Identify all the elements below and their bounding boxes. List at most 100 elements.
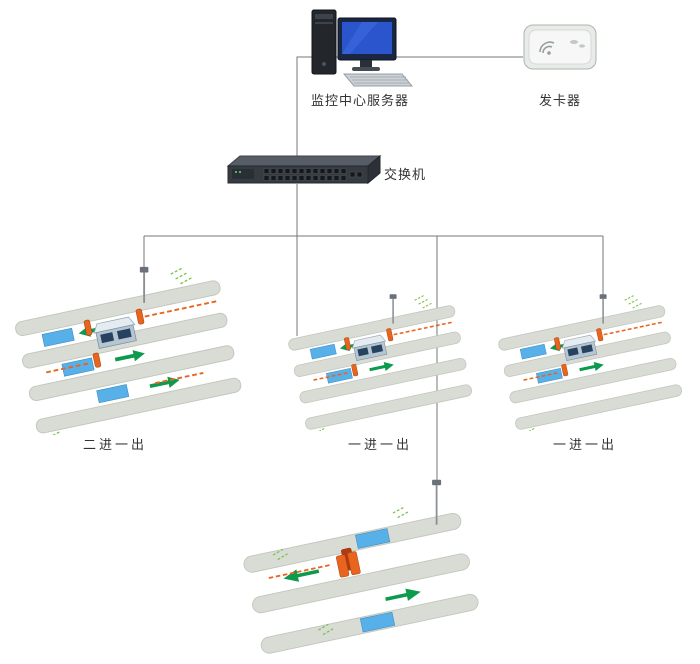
loop-detector-pad bbox=[519, 343, 547, 360]
camera-pole-icon bbox=[432, 479, 442, 525]
road-strip bbox=[243, 512, 462, 573]
loop-detector-pad bbox=[96, 384, 130, 404]
green-fence-marks bbox=[315, 294, 433, 431]
rfid-wave-icon bbox=[542, 45, 553, 54]
toll-booth-window bbox=[100, 332, 115, 344]
tower-drive-bay bbox=[315, 14, 333, 19]
ticket-machine bbox=[561, 364, 569, 377]
direction-arrow-right bbox=[369, 361, 394, 372]
lane-illustration bbox=[498, 294, 683, 431]
switch-node bbox=[220, 154, 384, 190]
ticket-machine bbox=[336, 554, 350, 578]
ticket-machine bbox=[351, 364, 359, 377]
loop-detector-pad bbox=[41, 327, 75, 347]
ticket-machine bbox=[92, 352, 102, 368]
direction-arrow-right bbox=[579, 361, 604, 372]
loop-detector-pads bbox=[41, 327, 130, 404]
ticket-machine bbox=[596, 328, 604, 342]
ticket-machine bbox=[554, 337, 562, 351]
road-strip bbox=[305, 384, 473, 430]
switch-led-panel bbox=[232, 169, 254, 179]
road-strip bbox=[252, 553, 470, 614]
barrier-arm-line bbox=[268, 563, 333, 579]
road-strips bbox=[243, 512, 479, 654]
toll-booth bbox=[351, 334, 388, 362]
lane-illustration bbox=[288, 294, 473, 431]
road-strip bbox=[299, 358, 467, 404]
loop-detector-pad bbox=[61, 357, 95, 377]
screen-glare bbox=[342, 22, 378, 54]
lane-group-2-label: 一进一出 bbox=[347, 437, 412, 452]
card-issuer-top bbox=[528, 29, 592, 65]
loop-detector-pad bbox=[309, 343, 337, 360]
ticket-machine bbox=[386, 328, 394, 342]
lane-group-2 bbox=[276, 292, 484, 431]
switch-icon bbox=[226, 154, 382, 185]
computer-tower bbox=[311, 9, 337, 75]
barrier-arm-line bbox=[154, 371, 204, 385]
green-fence-marks bbox=[272, 506, 410, 636]
road-strip bbox=[288, 305, 456, 351]
loop-detector-pad bbox=[355, 528, 391, 549]
loop-detector-pads bbox=[309, 343, 353, 384]
rfid-dot bbox=[547, 51, 551, 55]
lane-group-3 bbox=[486, 292, 694, 431]
lane-illustration bbox=[15, 266, 242, 435]
road-strip bbox=[515, 384, 683, 430]
lane-group-4 bbox=[226, 478, 496, 658]
monitor-base bbox=[352, 67, 380, 71]
indicator-light bbox=[570, 40, 578, 44]
direction-arrow-right bbox=[149, 376, 180, 389]
camera-pole-icon bbox=[139, 266, 149, 303]
barrier-arm-line bbox=[523, 371, 560, 381]
road-strip bbox=[498, 305, 666, 351]
direction-arrow-right bbox=[114, 350, 145, 362]
ticket-machine bbox=[83, 319, 93, 336]
green-fence-marks bbox=[48, 267, 194, 435]
toll-booth-window bbox=[370, 344, 383, 354]
toll-booth bbox=[561, 334, 598, 362]
toll-booth-window bbox=[580, 344, 593, 354]
switch-uplink-port bbox=[356, 171, 363, 178]
tower-vent bbox=[315, 22, 333, 24]
indicator-light bbox=[579, 44, 585, 48]
server-icon bbox=[311, 9, 414, 87]
green-fence-marks bbox=[525, 294, 643, 431]
monitor-stand bbox=[360, 60, 372, 67]
direction-arrow-right bbox=[385, 588, 421, 602]
switch-front-face bbox=[227, 165, 369, 184]
camera-pole-icon bbox=[389, 294, 397, 324]
switch-led bbox=[235, 171, 237, 173]
ticket-machine bbox=[135, 308, 145, 325]
switch-port-row bbox=[263, 168, 347, 174]
lane-illustration bbox=[243, 479, 479, 654]
server-label: 监控中心服务器 bbox=[310, 93, 409, 108]
card-issuer-node bbox=[522, 22, 598, 72]
switch-label: 交换机 bbox=[384, 167, 427, 182]
road-strip bbox=[28, 345, 235, 401]
toll-booth-window bbox=[116, 328, 132, 340]
road-strip bbox=[35, 377, 242, 434]
lane-group-1 bbox=[0, 264, 256, 435]
loop-detector-pad bbox=[536, 368, 563, 384]
switch-led bbox=[239, 171, 241, 173]
lane-group-1-label: 二进一出 bbox=[82, 437, 147, 452]
road-strip bbox=[15, 280, 221, 337]
switch-uplink-port bbox=[349, 171, 356, 178]
camera-pole-icon bbox=[599, 294, 607, 324]
loop-detector-pad bbox=[326, 368, 353, 384]
toll-booth-window bbox=[357, 347, 369, 357]
tower-power-button bbox=[322, 62, 326, 66]
loop-detector-pad bbox=[359, 611, 396, 633]
ticket-machine bbox=[347, 551, 361, 576]
lane-group-3-label: 一进一出 bbox=[552, 437, 617, 452]
rfid-wave-icon bbox=[539, 41, 555, 53]
barrier-arm-line bbox=[144, 300, 218, 318]
connection-server-switch bbox=[296, 56, 312, 158]
card-issuer-icon bbox=[523, 24, 597, 70]
toll-booth-window bbox=[567, 347, 579, 357]
server-node bbox=[298, 6, 418, 96]
card-issuer-label: 发卡器 bbox=[538, 93, 581, 108]
toll-booth bbox=[93, 316, 137, 349]
